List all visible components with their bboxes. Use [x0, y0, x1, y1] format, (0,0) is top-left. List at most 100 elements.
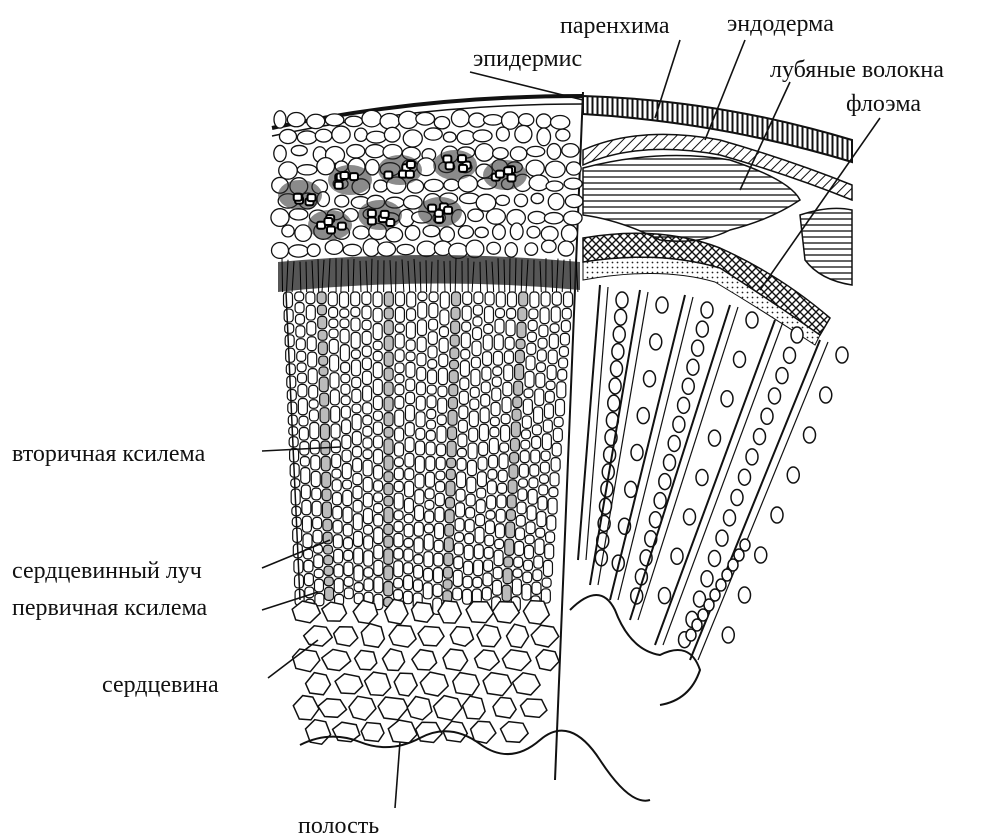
label-phloem: флоэма [846, 90, 921, 118]
xylem-cell [437, 426, 446, 442]
medullary-ray-cell [506, 510, 515, 521]
pith-cell [412, 602, 434, 622]
xylem-cell [362, 371, 371, 384]
xylem-cell [362, 320, 371, 330]
xylem-cell [458, 420, 467, 432]
vessel-bead [678, 397, 690, 413]
thick-walled-cell [459, 165, 467, 172]
cortex-cell [451, 110, 469, 127]
vessel-bead [664, 455, 676, 471]
xylem-cell [515, 541, 524, 555]
xylem-cell [334, 579, 343, 593]
xylem-cell [498, 470, 507, 482]
cortex-cell [566, 162, 581, 175]
medullary-ray-cell [451, 321, 460, 333]
xylem-cell [514, 557, 523, 567]
xylem-cell [428, 360, 437, 369]
medullary-ray-cell [508, 480, 517, 493]
xylem-cell [496, 509, 505, 522]
xylem-cell [353, 531, 362, 546]
xylem-cell [299, 416, 308, 426]
medullary-ray-cell [513, 397, 522, 408]
medullary-ray-cell [324, 577, 333, 586]
xylem-cell [373, 308, 382, 322]
thick-walled-cell [444, 207, 452, 214]
xylem-cell [373, 436, 382, 448]
xylem-cell [352, 431, 361, 444]
xylem-cell [548, 498, 557, 514]
medullary-ray-cell [319, 367, 328, 376]
xylem-cell [314, 555, 323, 568]
xylem-cell [561, 321, 570, 332]
vessel-bead [637, 408, 649, 424]
xylem-cell [436, 471, 445, 480]
xylem-cell [362, 292, 371, 305]
xylem-cell [477, 472, 486, 487]
cortex-cell [527, 226, 540, 238]
cortex-cell [466, 240, 484, 258]
xylem-cell [503, 382, 512, 396]
xylem-cell [342, 450, 351, 462]
xylem-cell [341, 396, 350, 405]
cortex-cell [271, 209, 289, 227]
xylem-cell [464, 545, 473, 559]
xylem-cell [343, 490, 352, 505]
xylem-cell [460, 378, 469, 390]
xylem-cell [424, 524, 433, 533]
xylem-cell [394, 493, 403, 509]
vessel-bead [659, 474, 671, 490]
xylem-cell [501, 425, 510, 441]
xylem-cell [416, 396, 425, 410]
thick-walled-cell [504, 167, 512, 174]
xylem-cell [344, 550, 353, 560]
xylem-cell [363, 477, 372, 491]
xylem-cell [522, 584, 531, 600]
vessel-bead [769, 388, 781, 404]
medullary-ray-cell [384, 507, 393, 522]
pith-cell [335, 674, 363, 694]
xylem-cell [438, 386, 447, 397]
pith-cell [293, 696, 319, 720]
medullary-ray-cell [384, 382, 393, 396]
xylem-cell [494, 335, 503, 350]
medullary-ray-cell [384, 427, 393, 437]
cortex-cell [496, 195, 510, 205]
cortex-cell [475, 227, 488, 237]
xylem-cell [472, 341, 481, 356]
xylem-cell [296, 326, 305, 337]
cortex-cell [423, 225, 440, 236]
xylem-cell [530, 292, 539, 307]
xylem-cell [286, 364, 295, 375]
xylem-cell [537, 350, 546, 361]
xylem-cell [374, 545, 383, 559]
xylem-cell [352, 414, 361, 430]
xylem-cell [467, 477, 476, 493]
xylem-cell [394, 521, 403, 531]
cortex-cell [519, 114, 534, 126]
xylem-cell [541, 451, 550, 461]
vessel-bead [631, 445, 643, 461]
xylem-cell [426, 457, 435, 471]
medullary-ray-cell [384, 352, 393, 366]
pith-cell [304, 626, 333, 646]
xylem-cell [490, 427, 499, 437]
xylem-cell [546, 381, 555, 390]
xylem-cell [541, 292, 550, 306]
xylem-cell [425, 511, 434, 523]
medullary-ray-cell [384, 292, 393, 306]
xylem-cell [296, 339, 305, 350]
xylem-cell [332, 480, 341, 491]
vessel-bead [613, 326, 625, 342]
xylem-cell [495, 319, 504, 333]
medullary-ray-cell [444, 553, 453, 566]
medullary-ray-cell [384, 483, 393, 494]
medullary-ray-cell [445, 524, 454, 536]
xylem-cell [546, 532, 555, 543]
xylem-cell [459, 391, 468, 404]
vessel-bead [731, 490, 743, 506]
xylem-cell [520, 451, 529, 463]
medullary-ray-cell [384, 549, 393, 564]
xylem-cell [455, 519, 464, 531]
xylem-cell [407, 309, 416, 321]
medullary-ray-cell [502, 585, 511, 601]
